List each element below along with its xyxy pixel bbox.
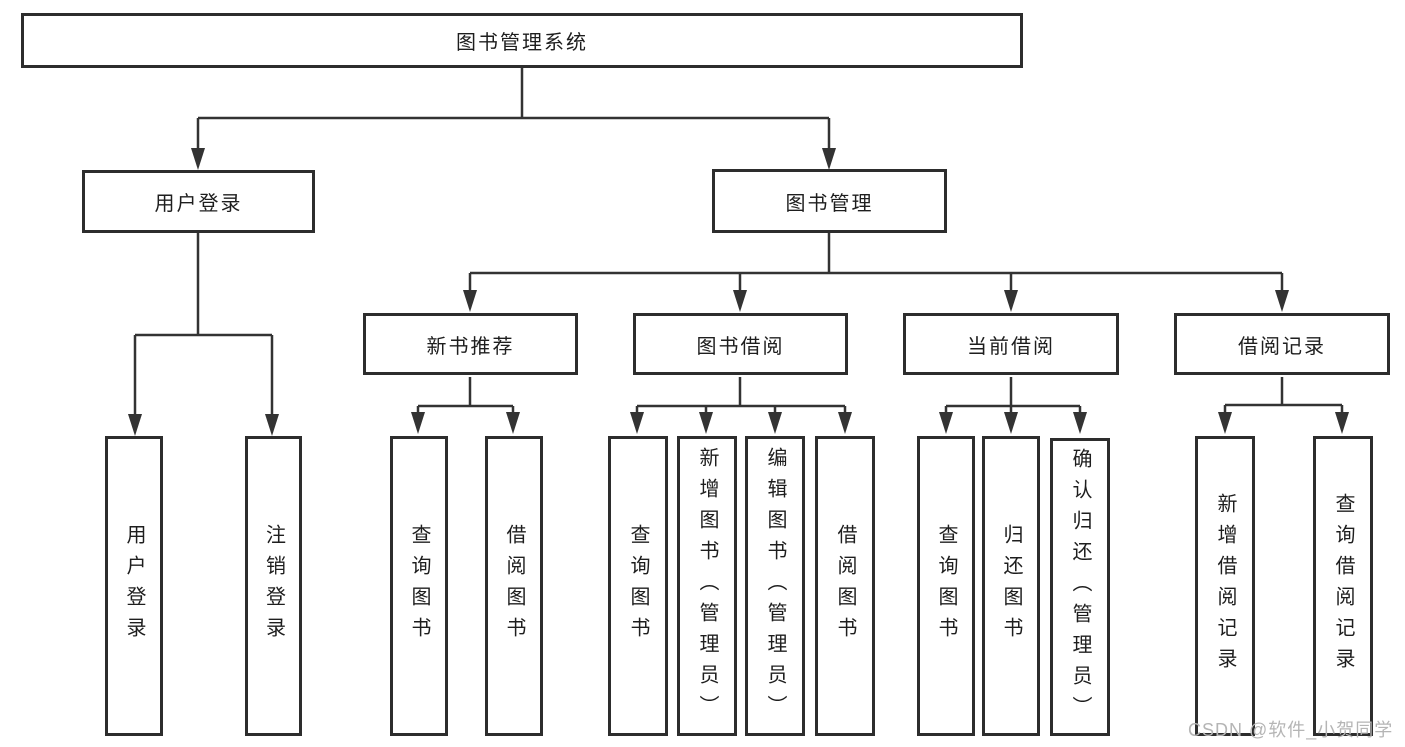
leaf-borrow-borrow-books-label: 借阅图书	[834, 524, 856, 648]
leaf-return-books-label: 归还图书	[1000, 524, 1022, 648]
leaf-add-borrow-record-label: 新增借阅记录	[1214, 493, 1236, 679]
leaf-logout: 注销登录	[245, 436, 302, 736]
leaf-user-login: 用户登录	[105, 436, 163, 736]
leaf-recommend-borrow-books: 借阅图书	[485, 436, 543, 736]
node-new-book-recommend-label: 新书推荐	[426, 335, 515, 358]
leaf-add-books-admin: 新增图书（管理员）	[677, 436, 737, 736]
leaf-add-books-admin-label: 新增图书（管理员）	[696, 446, 718, 726]
node-borrow-records: 借阅记录	[1174, 313, 1390, 375]
node-book-management-label: 图书管理	[785, 192, 874, 215]
leaf-query-borrow-record-label: 查询借阅记录	[1332, 493, 1354, 679]
leaf-confirm-return-admin-label: 确认归还（管理员）	[1069, 447, 1091, 727]
node-book-borrow: 图书借阅	[633, 313, 848, 375]
node-new-book-recommend: 新书推荐	[363, 313, 578, 375]
leaf-edit-books-admin: 编辑图书（管理员）	[745, 436, 805, 736]
node-current-borrow-label: 当前借阅	[967, 335, 1055, 358]
leaf-user-login-label: 用户登录	[123, 524, 145, 648]
leaf-borrow-borrow-books: 借阅图书	[815, 436, 875, 736]
node-current-borrow: 当前借阅	[903, 313, 1119, 375]
leaf-confirm-return-admin: 确认归还（管理员）	[1050, 438, 1110, 736]
node-root-label: 图书管理系统	[456, 32, 588, 54]
node-user-login: 用户登录	[82, 170, 315, 233]
arrowheads	[128, 148, 1349, 436]
watermark: CSDN @软件_小贺同学	[1188, 720, 1394, 740]
leaf-current-query-books-label: 查询图书	[935, 524, 957, 648]
leaf-return-books: 归还图书	[982, 436, 1040, 736]
leaf-edit-books-admin-label: 编辑图书（管理员）	[764, 446, 786, 726]
node-book-management: 图书管理	[712, 169, 947, 233]
leaf-logout-label: 注销登录	[262, 524, 285, 648]
node-user-login-label: 用户登录	[154, 193, 243, 215]
node-borrow-records-label: 借阅记录	[1238, 335, 1326, 358]
leaf-current-query-books: 查询图书	[917, 436, 975, 736]
node-root: 图书管理系统	[21, 13, 1023, 68]
leaf-add-borrow-record: 新增借阅记录	[1195, 436, 1255, 736]
leaf-recommend-borrow-books-label: 借阅图书	[503, 524, 525, 648]
leaf-query-borrow-record: 查询借阅记录	[1313, 436, 1373, 736]
leaf-borrow-query-books: 查询图书	[608, 436, 668, 736]
leaf-recommend-query-books-label: 查询图书	[408, 524, 430, 648]
leaf-borrow-query-books-label: 查询图书	[627, 524, 649, 648]
leaf-recommend-query-books: 查询图书	[390, 436, 448, 736]
node-book-borrow-label: 图书借阅	[696, 335, 785, 358]
